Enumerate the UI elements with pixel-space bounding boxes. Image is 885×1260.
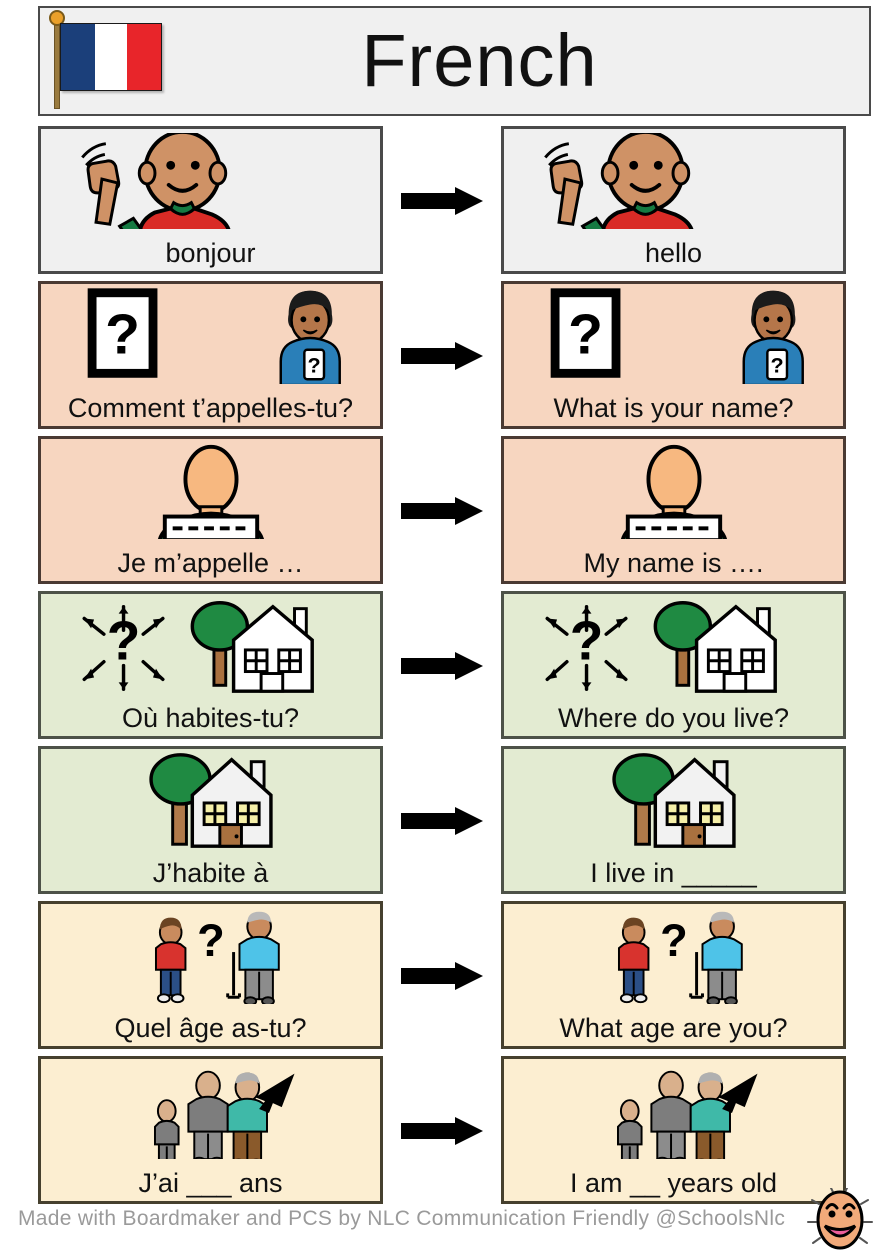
question-card-and-person-icon: ? ? — [504, 288, 843, 384]
phrase-row: ? — [38, 901, 871, 1049]
card-caption: J’habite à — [152, 857, 269, 888]
card-caption: I live in _____ — [590, 857, 757, 888]
right-arrow-icon — [383, 1117, 501, 1145]
french-card[interactable]: J’ai ___ ans — [38, 1056, 383, 1204]
house-and-tree-icon — [504, 753, 843, 849]
english-card[interactable]: My name is …. — [501, 436, 846, 584]
boy-question-oldman-icon: ? — [41, 908, 380, 1004]
phrase-row: ? — [38, 591, 871, 739]
right-arrow-icon — [383, 962, 501, 990]
phrase-row: J’ai ___ ans — [38, 1056, 871, 1204]
page-title: French — [361, 19, 598, 102]
question-arrows-house-icon: ? — [41, 598, 380, 694]
card-caption: hello — [644, 237, 703, 268]
right-arrow-icon — [383, 807, 501, 835]
english-card[interactable]: hello — [501, 126, 846, 274]
right-arrow-icon — [383, 652, 501, 680]
english-card[interactable]: I live in _____ — [501, 746, 846, 894]
question-arrows-house-icon: ? — [504, 598, 843, 694]
card-caption: My name is …. — [583, 547, 764, 578]
french-card[interactable]: ? — [38, 901, 383, 1049]
name-badge-person-icon — [41, 443, 380, 539]
flag-stripes — [60, 23, 162, 91]
card-caption: Where do you live? — [557, 702, 790, 733]
card-caption: Où habites-tu? — [121, 702, 300, 733]
french-card[interactable]: J’habite à — [38, 746, 383, 894]
phrase-row: Je m’appelle … — [38, 436, 871, 584]
english-card[interactable]: ? ? What is your name? — [501, 281, 846, 429]
svg-text:?: ? — [197, 915, 225, 966]
card-caption: What age are you? — [559, 1012, 788, 1043]
card-caption: Comment t’appelles-tu? — [67, 392, 354, 423]
name-badge-person-icon — [504, 443, 843, 539]
boy-question-oldman-icon: ? — [504, 908, 843, 1004]
svg-text:?: ? — [105, 303, 140, 367]
house-and-tree-icon — [41, 753, 380, 849]
english-card[interactable]: I am __ years old — [501, 1056, 846, 1204]
waving-person-icon — [504, 133, 843, 229]
svg-text:?: ? — [308, 352, 321, 377]
phrase-row: J’habite à — [38, 746, 871, 894]
three-ages-people-icon — [41, 1063, 380, 1159]
three-ages-people-icon — [504, 1063, 843, 1159]
phrase-row: bonjour — [38, 126, 871, 274]
flag-finial — [49, 10, 65, 26]
smiling-face-icon — [803, 1188, 875, 1250]
france-flag-icon — [40, 9, 170, 113]
french-card[interactable]: Je m’appelle … — [38, 436, 383, 584]
card-caption: Je m’appelle … — [117, 547, 304, 578]
svg-text:?: ? — [660, 915, 688, 966]
english-card[interactable]: ? — [501, 591, 846, 739]
card-caption: Quel âge as-tu? — [114, 1012, 307, 1043]
page-header: French — [38, 6, 871, 116]
right-arrow-icon — [383, 187, 501, 215]
svg-text:?: ? — [568, 303, 603, 367]
right-arrow-icon — [383, 497, 501, 525]
card-caption: What is your name? — [553, 392, 794, 423]
phrase-row: ? ? Comment t’appelles-tu? — [38, 281, 871, 429]
english-card[interactable]: ? What — [501, 901, 846, 1049]
waving-person-icon — [41, 133, 380, 229]
svg-text:?: ? — [771, 352, 784, 377]
credit-text: Made with Boardmaker and PCS by NLC Comm… — [18, 1207, 786, 1230]
french-card[interactable]: ? ? Comment t’appelles-tu? — [38, 281, 383, 429]
french-card[interactable]: ? — [38, 591, 383, 739]
card-caption: bonjour — [165, 237, 256, 268]
question-card-and-person-icon: ? ? — [41, 288, 380, 384]
french-card[interactable]: bonjour — [38, 126, 383, 274]
page-footer: Made with Boardmaker and PCS by NLC Comm… — [18, 1188, 875, 1250]
right-arrow-icon — [383, 342, 501, 370]
card-caption: I am __ years old — [569, 1167, 778, 1198]
card-caption: J’ai ___ ans — [138, 1167, 283, 1198]
